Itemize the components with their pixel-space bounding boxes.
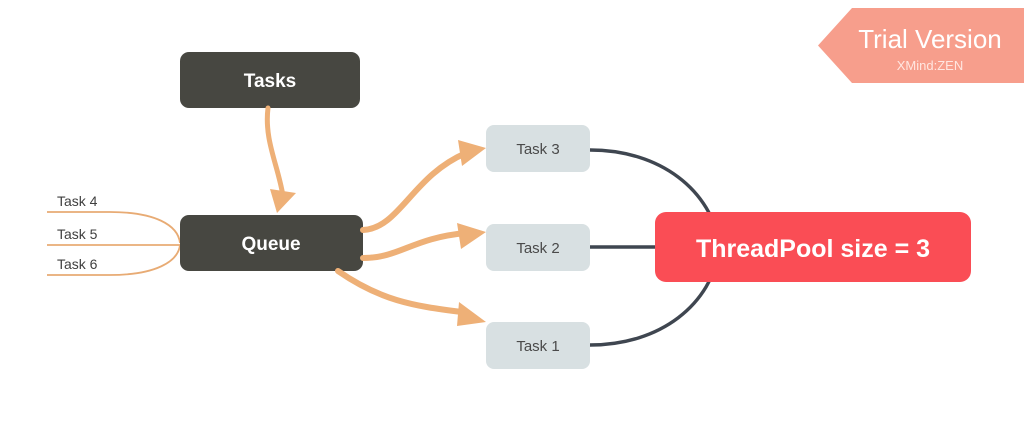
leaf-label-task-5[interactable]: Task 5 xyxy=(57,226,98,242)
queue-leaf-connectors xyxy=(47,211,181,276)
node-tasks-box[interactable] xyxy=(180,52,360,108)
arrow-queue-to-task-2 xyxy=(360,223,486,261)
node-task-1-label: Task 1 xyxy=(516,338,559,355)
node-queue[interactable]: Queue xyxy=(180,215,363,271)
leaf-connector-task-6 xyxy=(47,244,181,276)
arrow-queue-to-task-2-head xyxy=(457,223,486,249)
queue-leaf-labels: Task 4 Task 5 Task 6 xyxy=(57,193,98,272)
arrow-queue-to-task-2-line xyxy=(360,230,469,261)
node-task-3-label: Task 3 xyxy=(516,141,559,158)
arrow-queue-to-task-1 xyxy=(335,268,486,326)
arrow-queue-to-task-1-line xyxy=(335,268,465,315)
node-task-1[interactable]: Task 1 xyxy=(486,322,590,369)
leaf-connector-task-4 xyxy=(47,211,181,244)
node-task-3-box[interactable] xyxy=(486,125,590,172)
node-task-2-label: Task 2 xyxy=(516,240,559,257)
arrow-queue-to-task-1-head xyxy=(457,302,486,326)
node-threadpool[interactable]: ThreadPool size = 3 xyxy=(655,212,971,282)
node-threadpool-box[interactable] xyxy=(655,212,971,282)
arrow-tasks-to-queue-head xyxy=(270,189,296,213)
arrow-queue-to-task-3 xyxy=(360,140,486,233)
trial-banner-title: Trial Version xyxy=(858,24,1002,54)
arrow-tasks-to-queue xyxy=(264,105,296,213)
arrow-tasks-to-queue-line xyxy=(264,105,286,199)
trial-banner-shape xyxy=(818,8,1024,83)
node-task-2[interactable]: Task 2 xyxy=(486,224,590,271)
node-task-2-box[interactable] xyxy=(486,224,590,271)
arrow-queue-to-task-3-line xyxy=(360,150,469,233)
arrow-queue-to-task-3-head xyxy=(458,140,486,166)
node-task-3[interactable]: Task 3 xyxy=(486,125,590,172)
node-queue-box[interactable] xyxy=(180,215,363,271)
node-tasks-label: Tasks xyxy=(244,71,296,92)
leaf-label-task-6[interactable]: Task 6 xyxy=(57,256,98,272)
trial-version-banner: Trial Version XMind:ZEN xyxy=(818,8,1024,83)
node-tasks[interactable]: Tasks xyxy=(180,52,360,108)
trial-banner-subtitle: XMind:ZEN xyxy=(897,58,963,73)
leaf-label-task-4[interactable]: Task 4 xyxy=(57,193,98,209)
node-threadpool-label: ThreadPool size = 3 xyxy=(696,235,930,263)
node-queue-label: Queue xyxy=(241,234,300,255)
node-task-1-box[interactable] xyxy=(486,322,590,369)
